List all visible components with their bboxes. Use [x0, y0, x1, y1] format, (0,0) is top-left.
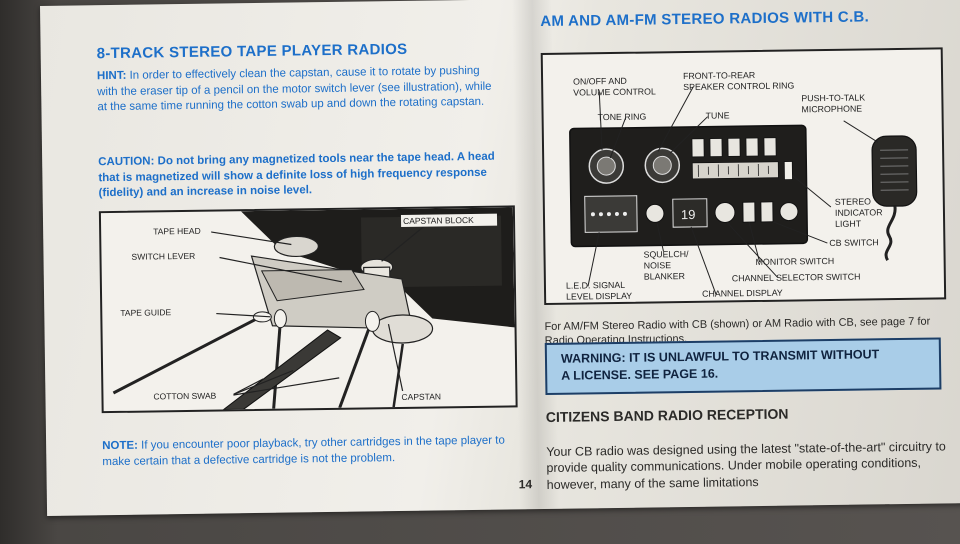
tape-head-part [273, 235, 319, 258]
label-squelch-2: NOISE [644, 260, 672, 270]
label-tape-guide: TAPE GUIDE [120, 307, 171, 318]
swab-tip-2 [273, 309, 287, 329]
label-bg-capstan [399, 390, 456, 404]
radio-leader-lines [587, 86, 879, 295]
stereo-indicator-light [783, 161, 793, 181]
label-tone-ring: TONE RING [598, 112, 647, 123]
preset-buttons [691, 137, 777, 158]
label-squelch-3: BLANKER [644, 271, 685, 282]
cotton-swab-4 [392, 343, 404, 408]
tape-player-illustration: TAPE HEAD CAPSTAN BLOCK SWITCH LEVER TAP… [98, 205, 518, 414]
cb-section-body: Your CB radio was designed using the lat… [546, 438, 946, 492]
label-capstan: CAPSTAN [401, 391, 441, 402]
cb-switch-part [760, 201, 774, 223]
label-channel-display: CHANNEL DISPLAY [702, 288, 783, 299]
left-page: 8-TRACK STEREO TAPE PLAYER RADIOS HINT: … [96, 39, 518, 468]
microphone-cord [884, 205, 897, 261]
label-on-off-1: ON/OFF AND [573, 76, 627, 87]
label-bg-capstan-block [400, 213, 498, 227]
left-page-title: 8-TRACK STEREO TAPE PLAYER RADIOS [96, 40, 408, 63]
label-bg-cotton-swab [151, 389, 234, 403]
warning-box: WARNING: IT IS UNLAWFUL TO TRANSMIT WITH… [544, 337, 942, 395]
player-interior [360, 215, 502, 288]
squelch-knob [645, 203, 665, 223]
label-front-rear-1: FRONT-TO-REAR [683, 70, 755, 81]
note-paragraph: NOTE: If you encounter poor playback, tr… [102, 433, 512, 470]
label-led-2: LEVEL DISPLAY [566, 291, 632, 302]
label-cb-switch: CB SWITCH [829, 237, 878, 248]
right-page: AM AND AM-FM STEREO RADIOS WITH C.B. [540, 7, 947, 491]
label-stereo-3: LIGHT [835, 219, 862, 229]
label-bg-tape-head [151, 224, 212, 238]
cotton-swab-2 [272, 320, 282, 409]
warning-line-2: A LICENSE. SEE PAGE 16. [561, 366, 719, 383]
hint-paragraph: HINT: In order to effectively clean the … [97, 64, 498, 116]
cb-radio-illustration: 19 [540, 47, 947, 305]
label-switch-lever: SWITCH LEVER [131, 251, 195, 262]
cotton-swab-1 [112, 314, 264, 395]
cb-radio-drawing: 19 [566, 70, 918, 302]
label-cotton-swab: COTTON SWAB [153, 391, 216, 402]
tape-player-drawing: TAPE HEAD CAPSTAN BLOCK SWITCH LEVER TAP… [112, 207, 515, 410]
label-squelch-1: SQUELCH/ [643, 249, 689, 260]
label-led-1: L.E.D. SIGNAL [566, 280, 625, 291]
caution-text: Do not bring any magnetized tools near t… [98, 150, 495, 200]
label-stereo-2: INDICATOR [835, 207, 883, 218]
hint-label: HINT: [96, 69, 127, 83]
note-text: If you encounter poor playback, try othe… [102, 434, 505, 468]
channel-display [672, 198, 708, 228]
pencil [222, 329, 342, 410]
label-bg-switch-lever [129, 249, 214, 263]
capstan-roller [371, 314, 434, 344]
hint-text: In order to effectively clean the capsta… [97, 64, 492, 114]
channel-display-digits: 19 [681, 207, 696, 222]
tuning-dial [691, 161, 779, 180]
channel-selector-knob [714, 201, 736, 223]
switch-lever-part [260, 269, 365, 302]
label-front-rear-2: SPEAKER CONTROL RING [683, 80, 794, 92]
label-channel-selector: CHANNEL SELECTOR SWITCH [732, 272, 861, 284]
label-tune: TUNE [706, 110, 730, 120]
microphone-body [871, 135, 918, 207]
leader-lines [209, 220, 432, 396]
label-capstan-block: CAPSTAN BLOCK [403, 215, 474, 226]
tune-knob-inner [652, 155, 672, 175]
label-on-off-2: VOLUME CONTROL [573, 86, 656, 97]
label-stereo-1: STEREO [835, 196, 871, 207]
microphone-grille [880, 149, 909, 191]
page-number: 14 [518, 477, 533, 492]
caution-paragraph: CAUTION: Do not bring any magnetized too… [98, 150, 499, 202]
monitor-switch-part [742, 201, 756, 223]
label-tape-head: TAPE HEAD [153, 226, 201, 237]
tone-ring-knob [596, 156, 616, 176]
led-segments [590, 211, 627, 217]
note-label: NOTE: [102, 439, 139, 453]
caution-label: CAUTION: [98, 155, 155, 169]
right-page-title: AM AND AM-FM STEREO RADIOS WITH C.B. [540, 8, 870, 31]
mic-jack [779, 202, 799, 222]
manual-spread: 8-TRACK STEREO TAPE PLAYER RADIOS HINT: … [40, 0, 960, 516]
label-ptt-2: MICROPHONE [801, 104, 862, 115]
dial-ticks [697, 163, 769, 177]
swab-tip-3 [364, 310, 380, 332]
label-ptt-1: PUSH-TO-TALK [801, 92, 865, 103]
cotton-swab-3 [338, 323, 372, 409]
label-monitor-switch: MONITOR SWITCH [756, 256, 835, 267]
label-bg-tape-guide [118, 305, 197, 319]
cb-section-title: CITIZENS BAND RADIO RECEPTION [545, 405, 789, 425]
